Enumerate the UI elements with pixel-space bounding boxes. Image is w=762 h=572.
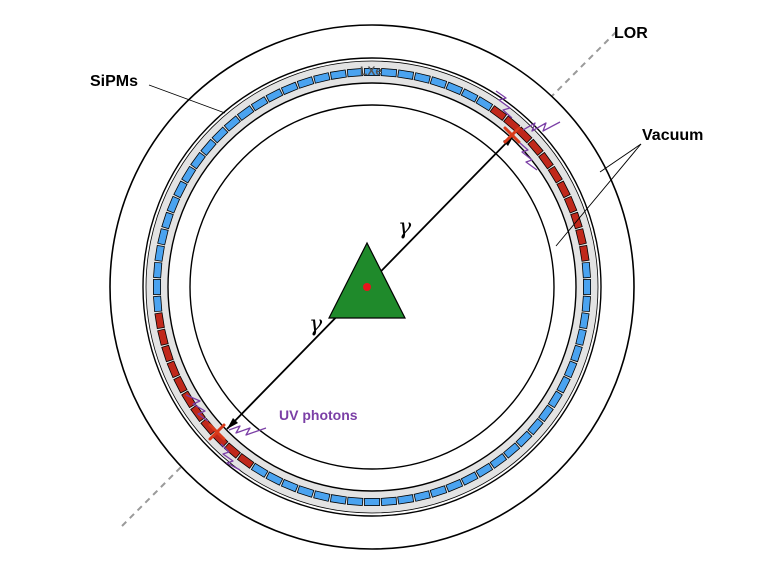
sipm-tile-hit bbox=[236, 453, 255, 469]
sipm-tile bbox=[581, 295, 591, 313]
gamma-label-upper: γ bbox=[398, 215, 412, 240]
sipm-ring bbox=[153, 68, 591, 506]
sipm-tile bbox=[460, 471, 479, 486]
vacuum-leader-line-inner bbox=[555, 143, 642, 247]
sipm-tile bbox=[583, 279, 591, 295]
sipm-tile bbox=[153, 295, 163, 313]
sipms-leader-line bbox=[148, 84, 226, 114]
sipm-tile bbox=[250, 96, 269, 112]
sipm-tile-hit bbox=[489, 105, 508, 121]
sipm-tile bbox=[250, 462, 269, 478]
uv-photon-squiggles-upper bbox=[495, 90, 561, 171]
sipm-tile bbox=[313, 490, 331, 502]
sipm-tile bbox=[527, 418, 544, 436]
sipm-tile-hit bbox=[570, 211, 583, 230]
sipm-tile bbox=[173, 180, 188, 199]
lor-label: LOR bbox=[614, 25, 648, 42]
sipm-tile bbox=[547, 390, 563, 409]
uv-photons-label: UV photons bbox=[279, 407, 358, 423]
sipm-tile bbox=[166, 195, 181, 214]
sipm-tile bbox=[429, 485, 448, 498]
sipm-tile bbox=[413, 72, 431, 84]
sipm-tile bbox=[445, 81, 464, 96]
sipm-tile-hit bbox=[223, 442, 241, 459]
sipm-tile bbox=[200, 138, 217, 156]
sipm-tile bbox=[154, 244, 165, 262]
sipm-tile bbox=[265, 88, 284, 103]
sipm-tile bbox=[364, 498, 380, 506]
sipm-tile bbox=[515, 430, 533, 448]
sipm-tile bbox=[563, 360, 578, 379]
sipm-tile-hit bbox=[527, 138, 544, 156]
source-triangle bbox=[328, 241, 406, 319]
sipm-tile bbox=[296, 76, 315, 89]
interaction-cross-upper bbox=[503, 126, 521, 144]
sipm-tile bbox=[280, 81, 299, 96]
sipms-label: SiPMs bbox=[90, 73, 138, 90]
sipm-tile-hit bbox=[538, 151, 554, 170]
sipm-tile bbox=[153, 261, 163, 279]
sipm-tile bbox=[397, 69, 415, 80]
sipm-tile bbox=[429, 76, 448, 89]
interaction-cross-lower bbox=[208, 423, 226, 441]
sipm-tile bbox=[460, 88, 479, 103]
sipm-tile-hit bbox=[563, 195, 578, 214]
sipm-tile bbox=[296, 485, 315, 498]
sipm-tile bbox=[503, 442, 521, 459]
sipm-tile-hit bbox=[166, 360, 181, 379]
uv-photon-squiggles-lower bbox=[185, 394, 267, 471]
sipm-tile-hit bbox=[575, 228, 587, 246]
sipm-tile bbox=[475, 96, 494, 112]
sipm-tile-hit bbox=[173, 375, 188, 394]
sipm-tile bbox=[223, 115, 241, 132]
sipm-tile bbox=[153, 279, 161, 295]
sipm-tile bbox=[380, 496, 398, 506]
sipm-tile bbox=[489, 453, 508, 469]
sipm-tile bbox=[364, 68, 380, 76]
sipm-tile bbox=[157, 228, 169, 246]
gamma-arrowhead-lower bbox=[227, 418, 238, 429]
vacuum-leader-line-outer bbox=[599, 143, 642, 173]
sipm-tile bbox=[579, 312, 590, 330]
sipm-tile bbox=[475, 462, 494, 478]
sipm-tile bbox=[161, 211, 174, 230]
sipm-tile-hit bbox=[157, 328, 169, 346]
sipm-tile bbox=[265, 471, 284, 486]
sipm-tile bbox=[236, 105, 255, 121]
sipm-tile bbox=[313, 72, 331, 84]
sipm-tile bbox=[181, 165, 197, 184]
annihilation-point bbox=[363, 283, 371, 291]
sipm-tile bbox=[575, 328, 587, 346]
lxe-label: LXe bbox=[360, 64, 382, 78]
sipm-tile bbox=[211, 126, 229, 144]
sipm-tile bbox=[329, 69, 347, 80]
sipm-tile bbox=[346, 68, 364, 78]
sipm-tile-hit bbox=[547, 165, 563, 184]
gamma-label-lower: γ bbox=[309, 312, 323, 337]
sipm-tile bbox=[380, 68, 398, 78]
sipm-tile bbox=[280, 478, 299, 493]
sipm-tile bbox=[397, 494, 415, 505]
sipm-tile bbox=[346, 496, 364, 506]
sipm-tile bbox=[538, 404, 554, 423]
sipm-tile bbox=[570, 344, 583, 363]
sipm-tile bbox=[445, 478, 464, 493]
sipm-tile bbox=[329, 494, 347, 505]
sipm-tile bbox=[556, 375, 571, 394]
sipm-tile-hit bbox=[154, 312, 165, 330]
sipm-tile bbox=[581, 261, 591, 279]
vacuum-label: Vacuum bbox=[642, 127, 703, 144]
sipm-tile bbox=[413, 490, 431, 502]
sipm-tile-hit bbox=[579, 244, 590, 262]
sipm-tile bbox=[190, 151, 206, 170]
sipm-tile-hit bbox=[161, 344, 174, 363]
sipm-tile-hit bbox=[556, 180, 571, 199]
